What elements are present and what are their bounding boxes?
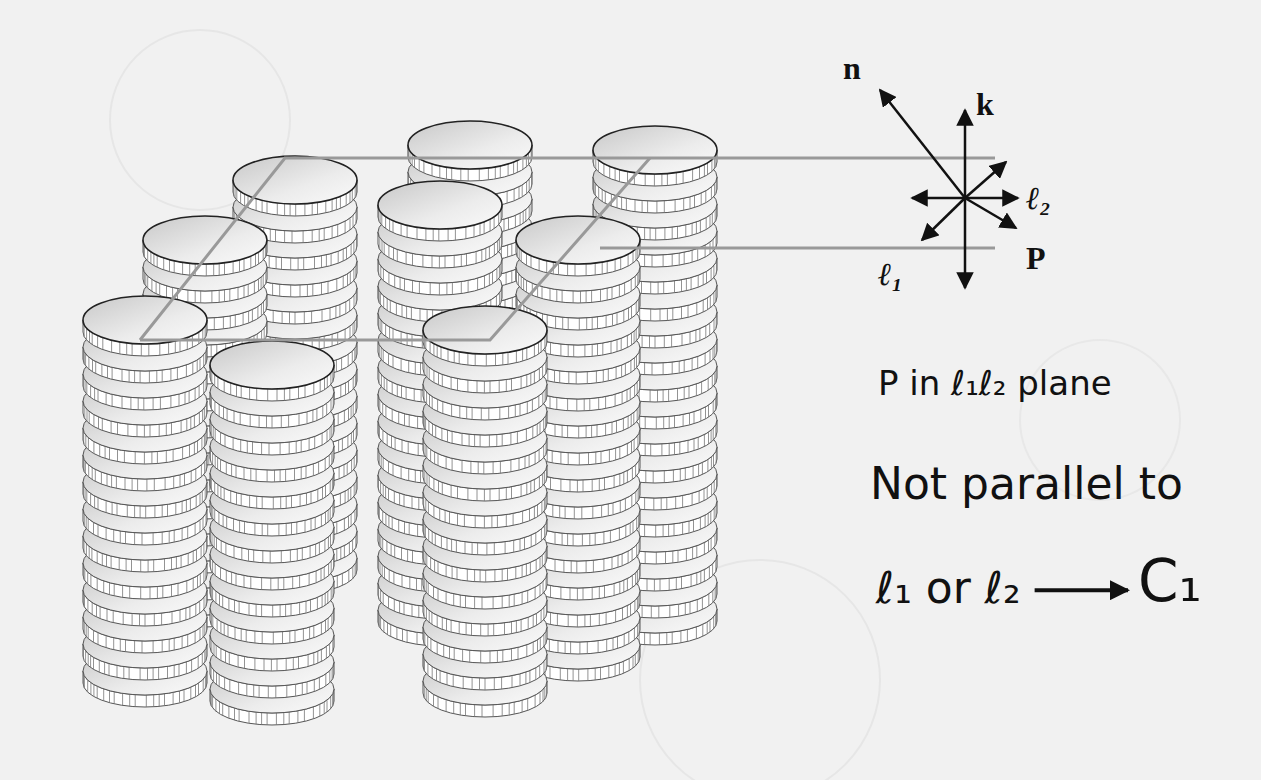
plane-edge <box>140 158 650 340</box>
plane-outline <box>140 158 995 340</box>
coin-face <box>593 126 717 174</box>
k-axis <box>964 110 967 198</box>
p-vector <box>965 198 1016 228</box>
axis-label: ℓ₂ <box>1026 182 1051 214</box>
plane-edge <box>600 247 995 250</box>
coin-face <box>210 341 334 389</box>
axis-label: k <box>976 88 994 120</box>
coin-stack <box>83 296 207 707</box>
l1-axis <box>965 162 1006 198</box>
coin-face <box>378 181 502 229</box>
coin-face <box>83 296 207 344</box>
axis-label: n <box>843 52 861 84</box>
axis-label: P <box>1026 242 1046 274</box>
note-text: Not parallel to <box>870 462 1183 506</box>
plane-edge <box>140 158 995 340</box>
l2-axis <box>912 197 965 200</box>
class-symbol: C₁ <box>1138 552 1202 610</box>
background-texture <box>110 30 1180 780</box>
coin-face <box>423 306 547 354</box>
coin-stack <box>423 306 547 717</box>
n-director <box>880 90 965 198</box>
axis-label: ℓ₁ <box>878 258 903 290</box>
note-text: ℓ₁ or ℓ₂ <box>876 566 1021 610</box>
implies-arrow <box>1035 588 1128 592</box>
coin-face <box>408 121 532 169</box>
coin-stack <box>210 341 334 725</box>
l1-axis <box>922 198 965 240</box>
note-text: P in ℓ₁ℓ₂ plane <box>878 366 1112 400</box>
coin-stacks <box>83 121 717 725</box>
k-axis <box>964 198 967 288</box>
l2-axis <box>965 197 1018 200</box>
coin-face <box>233 156 357 204</box>
